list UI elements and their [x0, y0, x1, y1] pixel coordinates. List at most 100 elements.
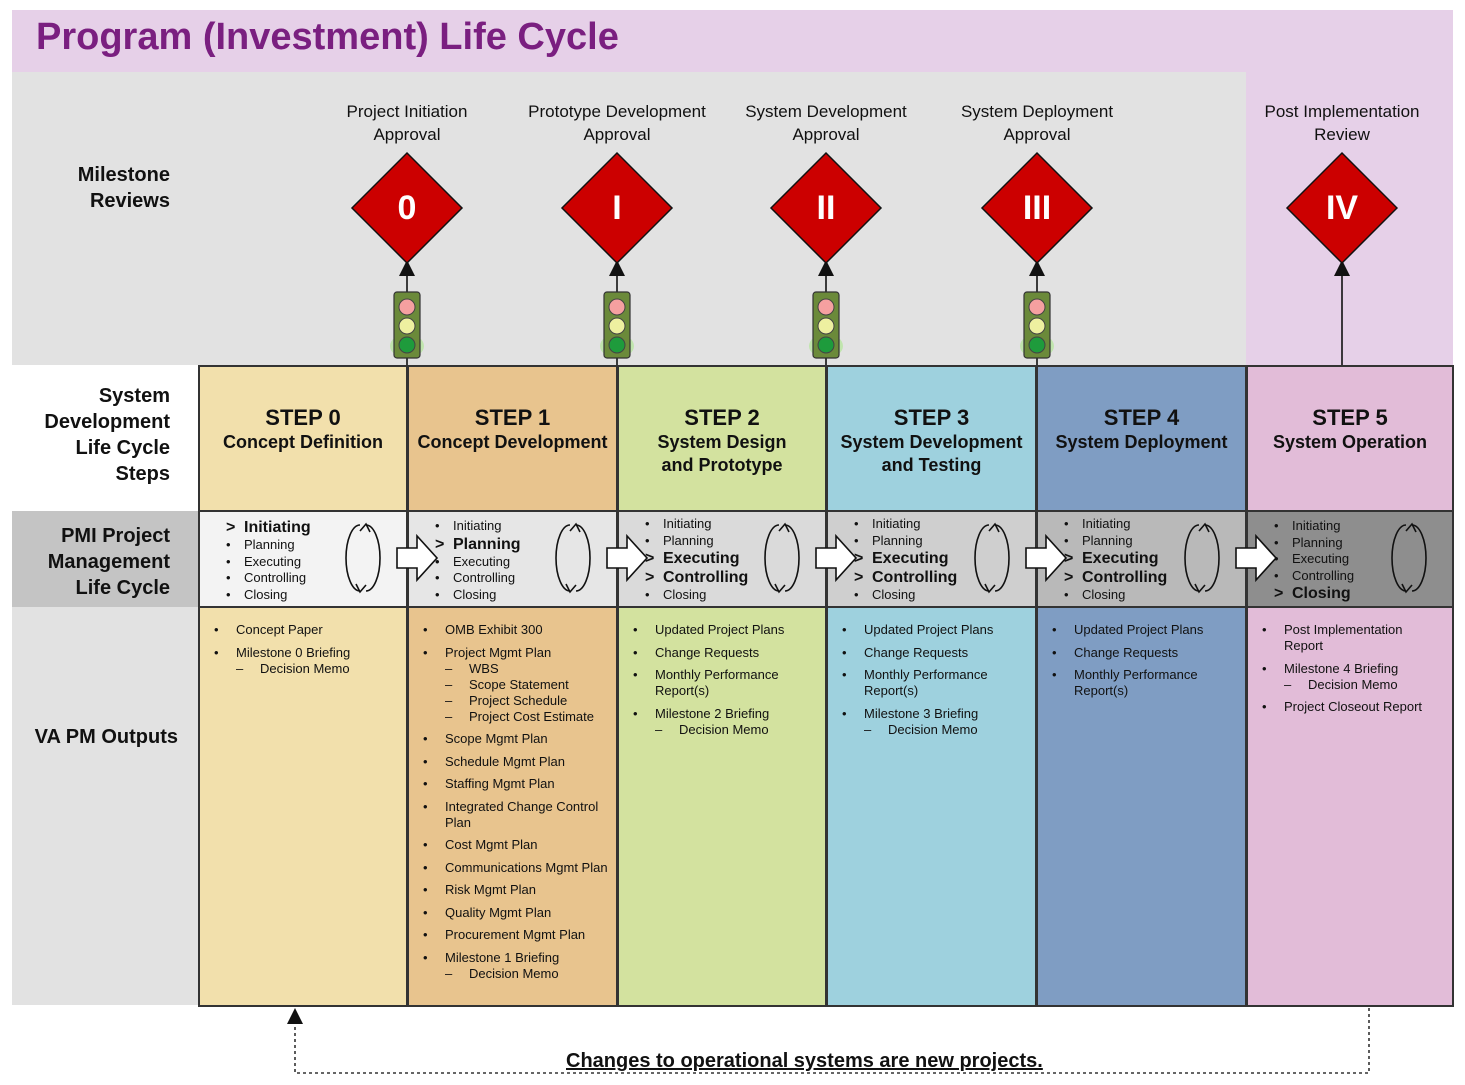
output-bullet: • — [1262, 699, 1267, 714]
output-item: •Schedule Mgmt Plan — [421, 754, 608, 770]
outputs-list: •Post Implementation Report•Milestone 4 … — [1260, 622, 1444, 722]
pmi-phase-marker: • — [854, 516, 859, 531]
output-text: Risk Mgmt Plan — [445, 882, 537, 897]
pmi-phase-item: >Controlling — [854, 569, 958, 586]
traffic-light-icon — [1020, 291, 1054, 359]
output-item: •Project Mgmt Plan–WBS–Scope Statement–P… — [421, 645, 608, 725]
output-text: Cost Mgmt Plan — [445, 837, 538, 852]
output-bullet: • — [633, 667, 638, 682]
output-text: Milestone 0 Briefing — [236, 644, 351, 660]
output-item: • Updated Project Plans — [631, 622, 817, 638]
output-item: •Staffing Mgmt Plan — [421, 776, 608, 792]
output-item: •Risk Mgmt Plan — [421, 882, 608, 898]
row-label-outputs: VA PM Outputs — [34, 726, 178, 748]
output-item: • Monthly Performance Report(s) — [1050, 667, 1237, 699]
pmi-phase-item: •Executing — [226, 553, 302, 569]
output-text: Scope Mgmt Plan — [445, 731, 548, 746]
pmi-phase-marker: > — [1064, 550, 1074, 567]
pmi-phase-item: •Initiating — [435, 518, 502, 533]
pmi-phase-item: •Closing — [226, 586, 288, 602]
pmi-phase-item: •Closing — [645, 587, 707, 602]
output-item: •Concept Paper — [212, 622, 398, 638]
pmi-phase-list: >Initiating•Planning•Executing•Controlli… — [226, 518, 311, 603]
outputs-box: •Updated Project Plans•Change Requests•M… — [617, 606, 827, 1007]
pmi-phase-list: •Initiating•Planning•Executing•Controlli… — [1274, 518, 1354, 603]
pmi-phase-marker: > — [854, 569, 864, 586]
pmi-phase-marker: • — [226, 586, 231, 602]
pmi-phase-marker: • — [226, 570, 231, 585]
output-text: Change Requests — [864, 644, 969, 660]
output-bullet: • — [214, 644, 219, 660]
output-item: •Milestone 3 Briefing–Decision Memo — [840, 706, 1027, 738]
pmi-phase-list: •Initiating>Planning•Executing•Controlli… — [435, 518, 521, 603]
pmi-phase-item: >Executing — [854, 550, 949, 567]
pmi-phase-marker: • — [1274, 567, 1279, 583]
output-subitem-dash: – — [236, 660, 244, 676]
row-label-pmi: PMI Project Management Life Cycle — [47, 525, 170, 599]
output-item: •Milestone 2 Briefing–Decision Memo — [631, 706, 817, 738]
output-text: Concept Paper — [236, 622, 323, 637]
pmi-phase-marker: • — [435, 553, 440, 569]
output-bullet: • — [423, 904, 428, 920]
pmi-phase-item: •Closing — [435, 586, 497, 602]
pmi-phase-item: •Planning — [854, 532, 923, 548]
output-bullet: • — [423, 949, 428, 965]
output-subitem-dash: – — [445, 692, 453, 708]
output-bullet: • — [1052, 667, 1057, 682]
pmi-phase-marker: • — [854, 587, 859, 602]
output-item: •Procurement Mgmt Plan — [421, 927, 608, 943]
traffic-light-icon — [809, 291, 843, 359]
milestone-area — [12, 72, 1453, 365]
pmi-phase-box: >Initiating•Planning•Executing•Controlli… — [198, 510, 408, 608]
output-text: Updated Project Plans — [655, 622, 785, 637]
step-number: STEP 5 — [1312, 405, 1388, 430]
output-text: Updated Project Plans — [1074, 622, 1204, 637]
pmi-phase-box: •Initiating>Planning•Executing•Controlli… — [407, 510, 618, 608]
output-item: •Cost Mgmt Plan — [421, 837, 608, 853]
outputs-list: •OMB Exhibit 300•Project Mgmt Plan–WBS–S… — [421, 622, 608, 988]
pmi-phase-marker: • — [645, 532, 650, 548]
output-bullet: • — [1262, 622, 1267, 637]
output-item: •OMB Exhibit 300 — [421, 622, 608, 638]
pmi-phase-marker: • — [435, 586, 440, 602]
output-bullet: • — [633, 622, 638, 637]
pmi-phase-marker: • — [645, 587, 650, 602]
output-text: Communications Mgmt Plan — [445, 859, 608, 875]
pmi-phase-item: •Initiating — [1064, 516, 1131, 531]
output-text: Change Requests — [655, 644, 760, 660]
outputs-box: •OMB Exhibit 300•Project Mgmt Plan–WBS–S… — [407, 606, 618, 1007]
output-bullet: • — [1262, 660, 1267, 676]
pmi-phase-marker: > — [645, 569, 655, 586]
footer-loop-line — [294, 1008, 1370, 1074]
page-title: Program (Investment) Life Cycle — [36, 16, 619, 58]
pmi-phase-item: •Controlling — [1274, 567, 1355, 583]
output-bullet: • — [842, 644, 847, 660]
milestone-diamond — [350, 151, 464, 265]
output-item: •Post Implementation Report — [1260, 622, 1444, 654]
output-bullet: • — [633, 705, 638, 721]
title-band — [12, 10, 1453, 72]
milestone-numeral: I — [612, 189, 622, 227]
output-text: Monthly Performance Report(s) — [655, 667, 779, 698]
pmi-phase-marker: • — [1064, 516, 1069, 531]
pmi-phase-item: •Planning — [226, 537, 295, 552]
output-text: Staffing Mgmt Plan — [445, 776, 555, 791]
row-label-milestone: Milestone Reviews — [77, 164, 170, 212]
pmi-phase-marker: • — [854, 532, 859, 548]
milestone-numeral: 0 — [397, 189, 417, 227]
pmi-phase-marker: • — [645, 516, 650, 531]
milestone-label: Project Initiation Approval — [346, 102, 468, 144]
pmi-phase-list: •Initiating•Planning>Executing>Controlli… — [854, 516, 957, 604]
output-bullet: • — [423, 859, 428, 875]
step-name: System Design and Prototype — [657, 432, 787, 475]
output-text: Project Mgmt Plan — [445, 644, 552, 660]
milestone-label: System Development Approval — [745, 102, 907, 144]
pmi-phase-item: •Planning — [1274, 534, 1343, 550]
output-text: Monthly Performance Report(s) — [1074, 667, 1198, 698]
outputs-list: •Concept Paper•Milestone 0 Briefing–Deci… — [212, 622, 398, 683]
output-bullet: • — [633, 644, 638, 660]
pmi-phase-item: >Initiating — [226, 519, 311, 536]
pmi-phase-marker: > — [226, 519, 236, 536]
